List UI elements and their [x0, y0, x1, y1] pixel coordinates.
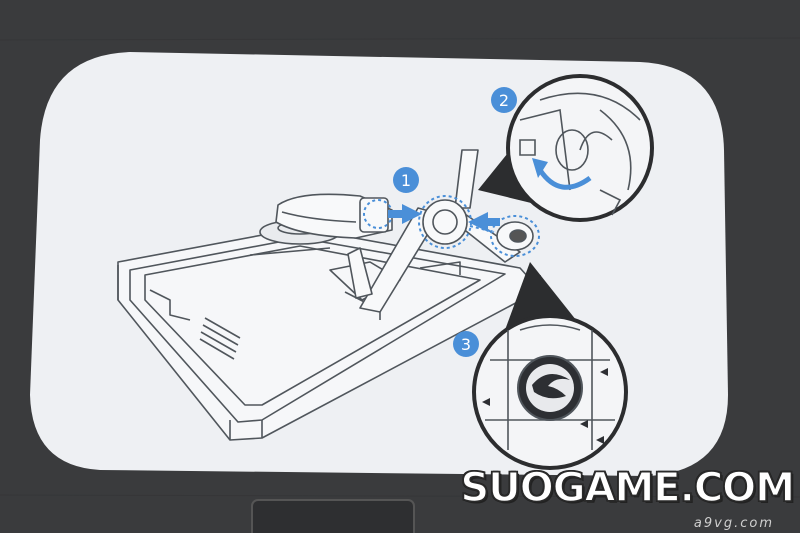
assembly-arrows [388, 204, 500, 232]
box-surface [0, 37, 800, 498]
site-watermark-sub: a9vg.com [693, 516, 774, 531]
detail-circle-3 [472, 314, 628, 470]
stand-arm-illustration [275, 149, 534, 313]
step-badge-1: 1 [393, 167, 419, 193]
detail-circle-2 [506, 74, 654, 222]
step-badge-2: 2 [491, 87, 517, 113]
callout-wedge-3 [505, 262, 580, 330]
site-watermark: SUOGAME.COM [460, 464, 796, 512]
lower-card-tab [251, 499, 415, 533]
step-number-3: 3 [461, 335, 471, 354]
step-number-2: 2 [499, 91, 509, 110]
step-number-1: 1 [401, 171, 411, 190]
step-badge-3: 3 [453, 331, 479, 357]
